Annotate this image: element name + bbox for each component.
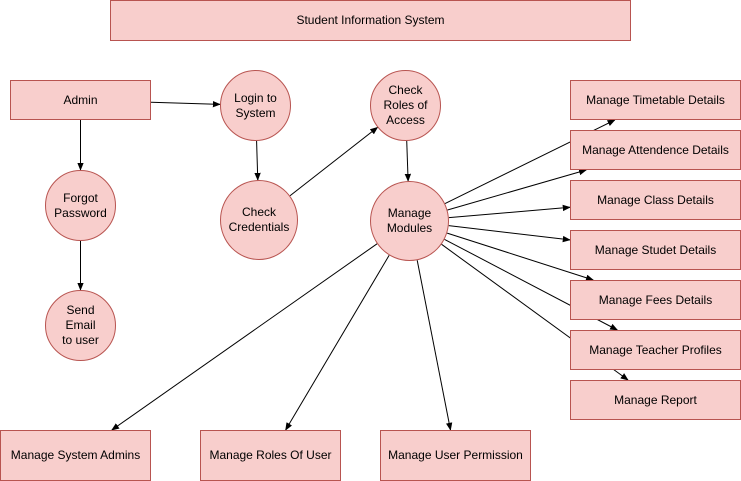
node-login-label: Login to System [234,90,277,120]
node-manage-roles-of-user[interactable]: Manage Roles Of User [200,430,341,481]
node-manage-modules[interactable]: Manage Modules [370,181,449,261]
node-forgot-password[interactable]: Forgot Password [45,170,116,241]
node-manage-class[interactable]: Manage Class Details [570,180,741,220]
edge-manage_modules-to-user_permission [416,260,453,431]
node-manage-timetable-label: Manage Timetable Details [586,92,725,107]
node-forgot-password-label: Forgot Password [54,190,107,220]
node-manage-system-admins[interactable]: Manage System Admins [0,430,151,481]
node-manage-student-label: Manage Studet Details [594,242,717,257]
node-login[interactable]: Login to System [220,70,291,141]
node-manage-roles-of-user-label: Manage Roles Of User [209,448,332,462]
edge-manage_modules-to-fees [446,232,594,281]
node-manage-fees[interactable]: Manage Fees Details [570,280,741,320]
node-manage-teacher-label: Manage Teacher Profiles [589,342,722,357]
edge-login-to-check_credentials [254,140,261,181]
edge-manage_modules-to-student [448,225,571,243]
edge-manage_modules-to-system_admins [111,243,378,431]
node-send-email[interactable]: Send Email to user [45,290,116,361]
node-manage-report[interactable]: Manage Report [570,380,741,420]
edge-manage_modules-to-class [448,204,571,219]
edge-manage_modules-to-attendence [447,168,587,211]
node-admin[interactable]: Admin [10,80,151,120]
node-manage-fees-label: Manage Fees Details [598,292,713,307]
node-manage-student[interactable]: Manage Studet Details [570,230,741,270]
node-manage-teacher[interactable]: Manage Teacher Profiles [570,330,741,370]
node-admin-label: Admin [63,92,98,107]
edge-check_credentials-to-check_roles [289,126,379,197]
node-manage-report-label: Manage Report [614,392,697,407]
edge-manage_modules-to-roles_of_user [285,255,390,431]
node-send-email-label: Send Email to user [62,303,99,347]
node-manage-attendence[interactable]: Manage Attendence Details [570,130,741,170]
node-manage-user-permission-label: Manage User Permission [388,448,523,462]
edge-check_roles-to-manage_modules [404,140,412,182]
node-check-roles[interactable]: Check Roles of Access [370,70,441,141]
node-manage-modules-label: Manage Modules [386,206,433,235]
node-manage-system-admins-label: Manage System Admins [10,448,141,462]
diagram-title-text: Student Information System [296,13,445,27]
node-check-credentials[interactable]: Check Credentials [220,180,298,260]
diagram-title: Student Information System [110,0,631,41]
edge-admin-to-login [150,100,221,108]
node-check-roles-label: Check Roles of Access [383,83,428,127]
node-check-credentials-label: Check Credentials [228,205,290,234]
node-manage-user-permission[interactable]: Manage User Permission [380,430,531,481]
node-manage-timetable[interactable]: Manage Timetable Details [570,80,741,120]
node-manage-attendence-label: Manage Attendence Details [582,142,729,157]
node-manage-class-label: Manage Class Details [597,192,714,207]
